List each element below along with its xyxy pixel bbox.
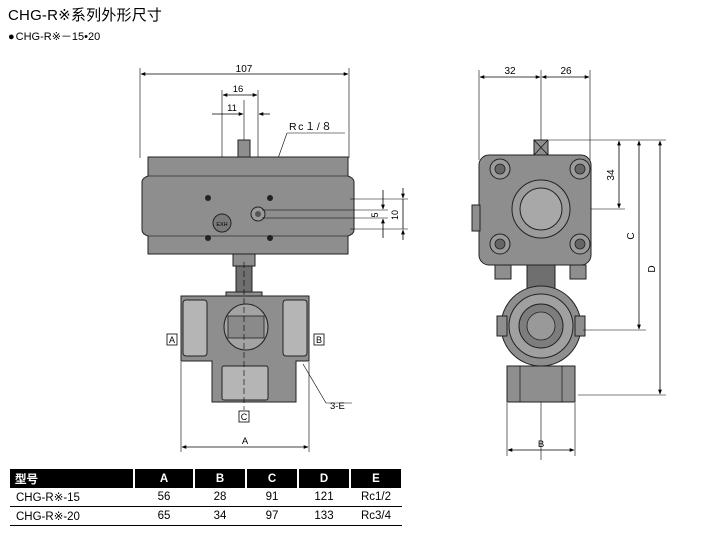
- table-header: A: [134, 469, 195, 488]
- port-a-label: A: [169, 335, 175, 345]
- port-rc18-label: Rc１/８: [289, 121, 333, 133]
- dim-c-label: C: [626, 232, 637, 239]
- page-title: CHG-R※系列外形尺寸: [8, 7, 163, 24]
- table-row: CHG-R※-20 65 34 97 133 Rc3/4: [10, 506, 402, 526]
- actuator-body: [141, 156, 355, 255]
- table-row: CHG-R※-15 56 28 91 121 Rc1/2: [10, 488, 402, 507]
- table-cell: 34: [194, 506, 246, 526]
- port-c-label: C: [241, 412, 248, 422]
- dim-16-label: 16: [233, 84, 244, 95]
- dim-10-label: 10: [390, 210, 400, 220]
- callout-3e-label: 3-E: [330, 401, 345, 412]
- dim-26-label: 26: [560, 66, 572, 77]
- dim-d-label: D: [647, 265, 658, 272]
- spec-table: 型号 A B C D E CHG-R※-15 56 28 91 121 Rc1/…: [10, 469, 403, 526]
- port-b-label: B: [316, 335, 322, 345]
- dim-34-label: 34: [606, 169, 617, 181]
- table-header-row: 型号 A B C D E: [10, 469, 403, 488]
- dim-107-label: 107: [236, 64, 253, 75]
- dim-5-label: 5: [370, 212, 380, 217]
- subtitle-text: CHG-R※－15•20: [15, 31, 101, 43]
- dim-a-label: A: [242, 436, 249, 447]
- table-header: C: [246, 469, 299, 488]
- dim-b-label: B: [538, 439, 544, 450]
- dim-32-label: 32: [504, 66, 516, 77]
- table-cell: Rc1/2: [350, 488, 402, 507]
- table-cell: Rc3/4: [350, 506, 402, 526]
- table-header: D: [298, 469, 351, 488]
- table-cell: 133: [298, 506, 350, 526]
- table-header: B: [194, 469, 247, 488]
- dim-11-label: 11: [227, 103, 237, 114]
- table-cell: 91: [246, 488, 298, 507]
- exh-port-icon: [212, 213, 232, 233]
- table-cell: 121: [298, 488, 350, 507]
- side-view: 32 26: [471, 66, 666, 460]
- table-cell: 28: [194, 488, 246, 507]
- table-cell: 56: [134, 488, 194, 507]
- exh-label: EXH: [216, 222, 227, 228]
- front-view: 107 16 11 Rc１/８ EXH: [139, 64, 408, 452]
- table-header: 型号: [10, 469, 135, 488]
- table-cell: CHG-R※-15: [10, 488, 134, 507]
- table-header: E: [350, 469, 403, 488]
- table-cell: 65: [134, 506, 194, 526]
- table-cell: 97: [246, 506, 298, 526]
- table-cell: CHG-R※-20: [10, 506, 134, 526]
- bullet-icon: ●: [8, 31, 15, 43]
- dimension-drawing: 107 16 11 Rc１/８ EXH: [139, 64, 666, 460]
- model-subtitle: ●CHG-R※－15•20: [8, 28, 100, 44]
